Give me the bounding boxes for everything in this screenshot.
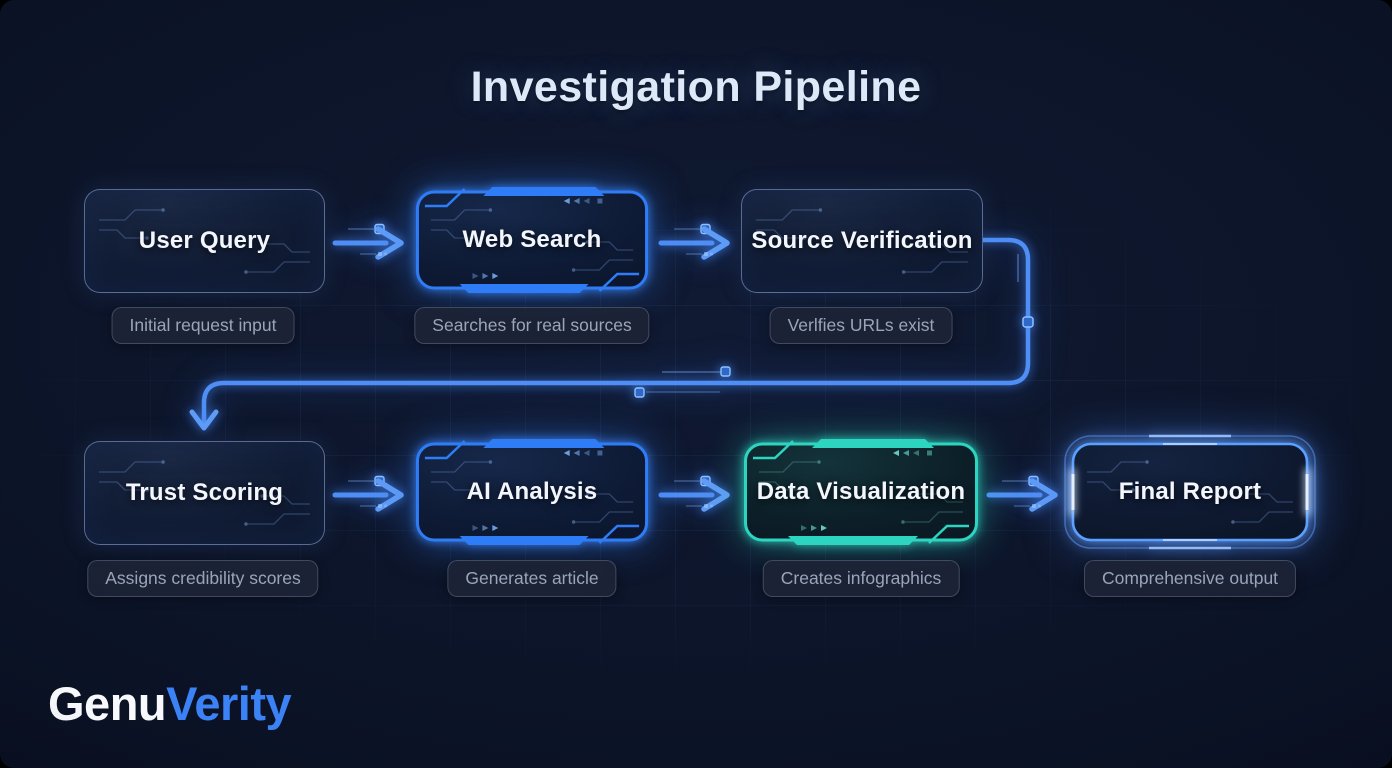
node-user-query: User Query — [84, 189, 325, 293]
node-data-visualization: Data Visualization — [741, 438, 981, 546]
logo-text-genu: Genu — [48, 677, 167, 730]
page-title: Investigation Pipeline — [470, 63, 922, 111]
flow-arrow-4 — [658, 468, 734, 516]
packet-icon — [720, 366, 731, 377]
flow-arrow-2 — [658, 216, 734, 264]
node-trust-scoring: Trust Scoring — [84, 441, 325, 545]
node-label-data-visualization: Data Visualization — [756, 478, 966, 505]
flow-arrow-3 — [332, 468, 408, 516]
right-arrow-icon — [332, 223, 404, 260]
node-web-search: Web Search — [413, 186, 651, 294]
node-description-user-query: Initial request input — [111, 307, 295, 344]
packet-icon — [634, 387, 645, 398]
right-arrow-icon — [986, 475, 1058, 512]
node-label-ai-analysis: AI Analysis — [466, 478, 598, 505]
node-label-final-report: Final Report — [1118, 478, 1262, 505]
flow-arrow-5 — [986, 468, 1062, 516]
right-arrow-icon — [658, 223, 730, 260]
node-source-verification: Source Verification — [741, 189, 983, 293]
node-final-report: Final Report — [1063, 434, 1317, 550]
node-label-user-query: User Query — [138, 227, 271, 254]
node-label-source-verification: Source Verification — [751, 227, 973, 254]
right-arrow-icon — [332, 475, 404, 512]
node-description-web-search: Searches for real sources — [414, 307, 650, 344]
node-label-web-search: Web Search — [462, 226, 602, 253]
node-description-source-verification: Verlfies URLs exist — [769, 307, 953, 344]
packet-icon — [1022, 316, 1034, 328]
node-ai-analysis: AI Analysis — [413, 438, 651, 546]
brand-logo: GenuVerity — [48, 676, 292, 731]
right-arrow-icon — [658, 475, 730, 512]
node-description-ai-analysis: Generates article — [447, 560, 617, 597]
node-label-trust-scoring: Trust Scoring — [125, 479, 284, 506]
flow-arrow-1 — [332, 216, 408, 264]
node-description-data-visualization: Creates infographics — [762, 560, 960, 597]
node-description-trust-scoring: Assigns credibility scores — [87, 560, 319, 597]
node-description-final-report: Comprehensive output — [1083, 560, 1297, 597]
logo-text-verity: Verity — [166, 677, 292, 730]
